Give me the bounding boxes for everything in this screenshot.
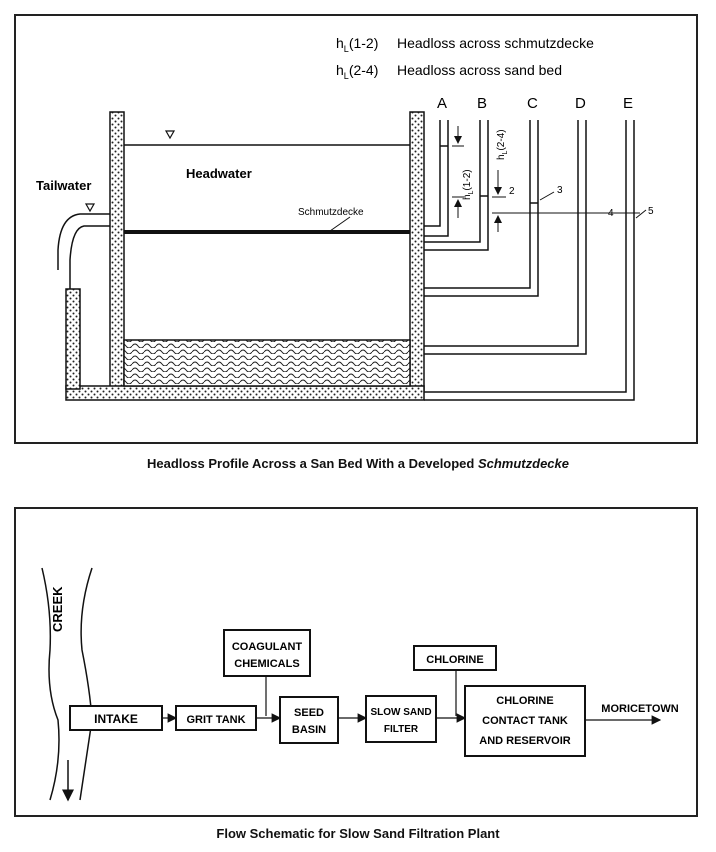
intake-box xyxy=(69,705,163,731)
flow-boxes xyxy=(69,629,586,757)
point-5: 5 xyxy=(648,206,654,217)
schmutzdecke-leader xyxy=(329,216,351,232)
creek xyxy=(41,567,93,802)
filter-tank: Headwater Schmutzdecke xyxy=(65,111,425,401)
bottom-slab xyxy=(65,385,425,401)
dimension-hl12 xyxy=(452,126,464,218)
tailwater-pipe-bottom xyxy=(69,225,110,289)
tube-label-a: A xyxy=(437,95,447,112)
tailwater-label: Tailwater xyxy=(36,178,91,193)
moricetown-label: MORICETOWN xyxy=(601,703,678,715)
tube-levels xyxy=(440,145,640,214)
tube-label-b: B xyxy=(477,95,487,112)
chlorine-label: CHLORINE xyxy=(426,654,483,666)
legend-desc-1: Headloss across schmutzdecke xyxy=(397,35,594,51)
contact-tank-box xyxy=(464,685,586,757)
tube-label-d: D xyxy=(575,95,586,112)
flow-caption: Flow Schematic for Slow Sand Filtration … xyxy=(216,826,500,841)
hl24-label: hL(2-4) xyxy=(496,129,509,160)
headloss-caption-italic: Schmutzdecke xyxy=(477,456,570,471)
contact-label-2: CONTACT TANK xyxy=(482,715,568,727)
creek-label: CREEK xyxy=(50,586,65,632)
point-2: 2 xyxy=(509,186,515,197)
flow-connectors xyxy=(162,670,662,725)
seed-label-1: SEED xyxy=(294,707,324,719)
tube-labels: A B C D E xyxy=(437,95,633,112)
legend: hL(1-2) Headloss across schmutzdecke hL(… xyxy=(336,35,594,81)
flow-labels: INTAKE GRIT TANK COAGULANT CHEMICALS SEE… xyxy=(94,641,679,747)
tube-label-e: E xyxy=(623,95,633,112)
piezometers xyxy=(424,120,635,401)
schmutzdecke-label: Schmutzdecke xyxy=(298,207,364,218)
tailwater: Tailwater xyxy=(36,178,110,289)
intake-label: INTAKE xyxy=(94,712,138,726)
tube-a xyxy=(424,120,449,237)
tailwater-pipe-top xyxy=(57,213,110,270)
chlorine-box xyxy=(413,645,497,671)
hl12-label: hL(1-2) xyxy=(462,169,475,200)
point-4: 4 xyxy=(608,208,614,219)
creek-bank-right xyxy=(79,567,93,801)
headloss-caption-text: Headloss Profile Across a San Bed With a… xyxy=(146,456,478,471)
coagulant-label-1: COAGULANT xyxy=(232,641,303,653)
legend-desc-2: Headloss across sand bed xyxy=(397,62,562,78)
tube-label-c: C xyxy=(527,95,538,112)
contact-label-3: AND RESERVOIR xyxy=(479,735,571,747)
tube-b xyxy=(424,120,489,251)
headloss-caption: Headloss Profile Across a San Bed With a… xyxy=(0,456,716,471)
tube-e xyxy=(424,120,635,401)
outer-wall xyxy=(65,288,81,390)
headwater-level-marker xyxy=(164,130,176,140)
sand-bed xyxy=(123,339,411,387)
flow-schematic-panel xyxy=(14,507,698,817)
point-labels: 2 3 4 5 xyxy=(492,185,654,219)
left-wall xyxy=(109,111,125,391)
right-wall xyxy=(409,111,425,391)
coagulant-box xyxy=(223,629,311,677)
creek-bank-left xyxy=(41,567,60,801)
seed-basin-box xyxy=(279,696,339,744)
legend-symbol-2: hL(2-4) xyxy=(336,62,378,81)
point-3: 3 xyxy=(557,185,563,196)
coagulant-label-2: CHEMICALS xyxy=(234,658,299,670)
grit-tank-label: GRIT TANK xyxy=(186,714,245,726)
tailwater-level-marker xyxy=(84,203,96,213)
grit-tank-box xyxy=(175,705,257,731)
seed-label-2: BASIN xyxy=(292,724,326,736)
slow-sand-label-2: FILTER xyxy=(384,724,419,735)
legend-symbol-1: hL(1-2) xyxy=(336,35,378,54)
tube-d xyxy=(424,120,587,355)
contact-label-1: CHLORINE xyxy=(496,695,553,707)
headwater-label: Headwater xyxy=(186,166,252,181)
slow-sand-label-1: SLOW SAND xyxy=(370,707,431,718)
tube-c xyxy=(424,120,539,297)
